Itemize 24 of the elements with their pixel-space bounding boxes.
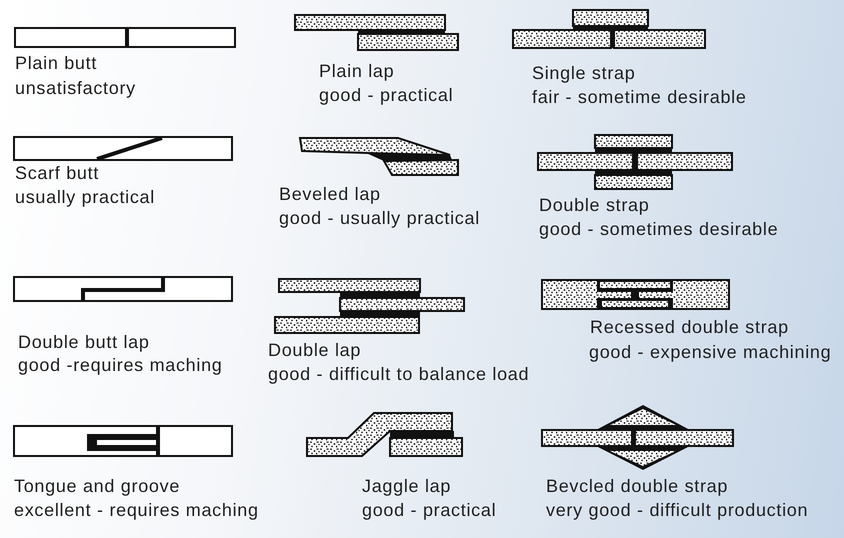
joint-rating: good - practical bbox=[319, 84, 454, 106]
joint-rating: good - usually practical bbox=[279, 207, 480, 229]
joint-rating: usually practical bbox=[15, 186, 155, 208]
joint-name: Plain butt bbox=[15, 52, 98, 74]
joint-rating: good - difficult to balance load bbox=[268, 363, 530, 385]
joint-name: Double strap bbox=[539, 194, 650, 216]
joint-name: Plain lap bbox=[319, 60, 394, 82]
joint-rating: good -requires maching bbox=[18, 354, 223, 376]
joint-name: Tongue and groove bbox=[14, 475, 180, 497]
joint-name: Bevcled double strap bbox=[546, 475, 728, 497]
joint-name: Beveled lap bbox=[279, 183, 381, 205]
joint-rating: good - expensive machining bbox=[589, 341, 832, 363]
joint-name: Double lap bbox=[268, 339, 362, 361]
joint-rating: very good - difficult production bbox=[546, 499, 808, 521]
joint-name: Single strap bbox=[532, 62, 636, 84]
joint-name: Scarf butt bbox=[15, 162, 100, 184]
joint-rating: good - practical bbox=[362, 499, 496, 521]
joint-name: Recessed double strap bbox=[590, 316, 789, 338]
joint-rating: fair - sometime desirable bbox=[532, 86, 747, 108]
joint-rating: excellent - requires maching bbox=[14, 499, 259, 521]
joint-rating: unsatisfactory bbox=[15, 77, 136, 99]
joint-name: Jaggle lap bbox=[362, 475, 452, 497]
joint-name: Double butt lap bbox=[18, 331, 150, 353]
joint-rating: good - sometimes desirable bbox=[539, 218, 778, 240]
